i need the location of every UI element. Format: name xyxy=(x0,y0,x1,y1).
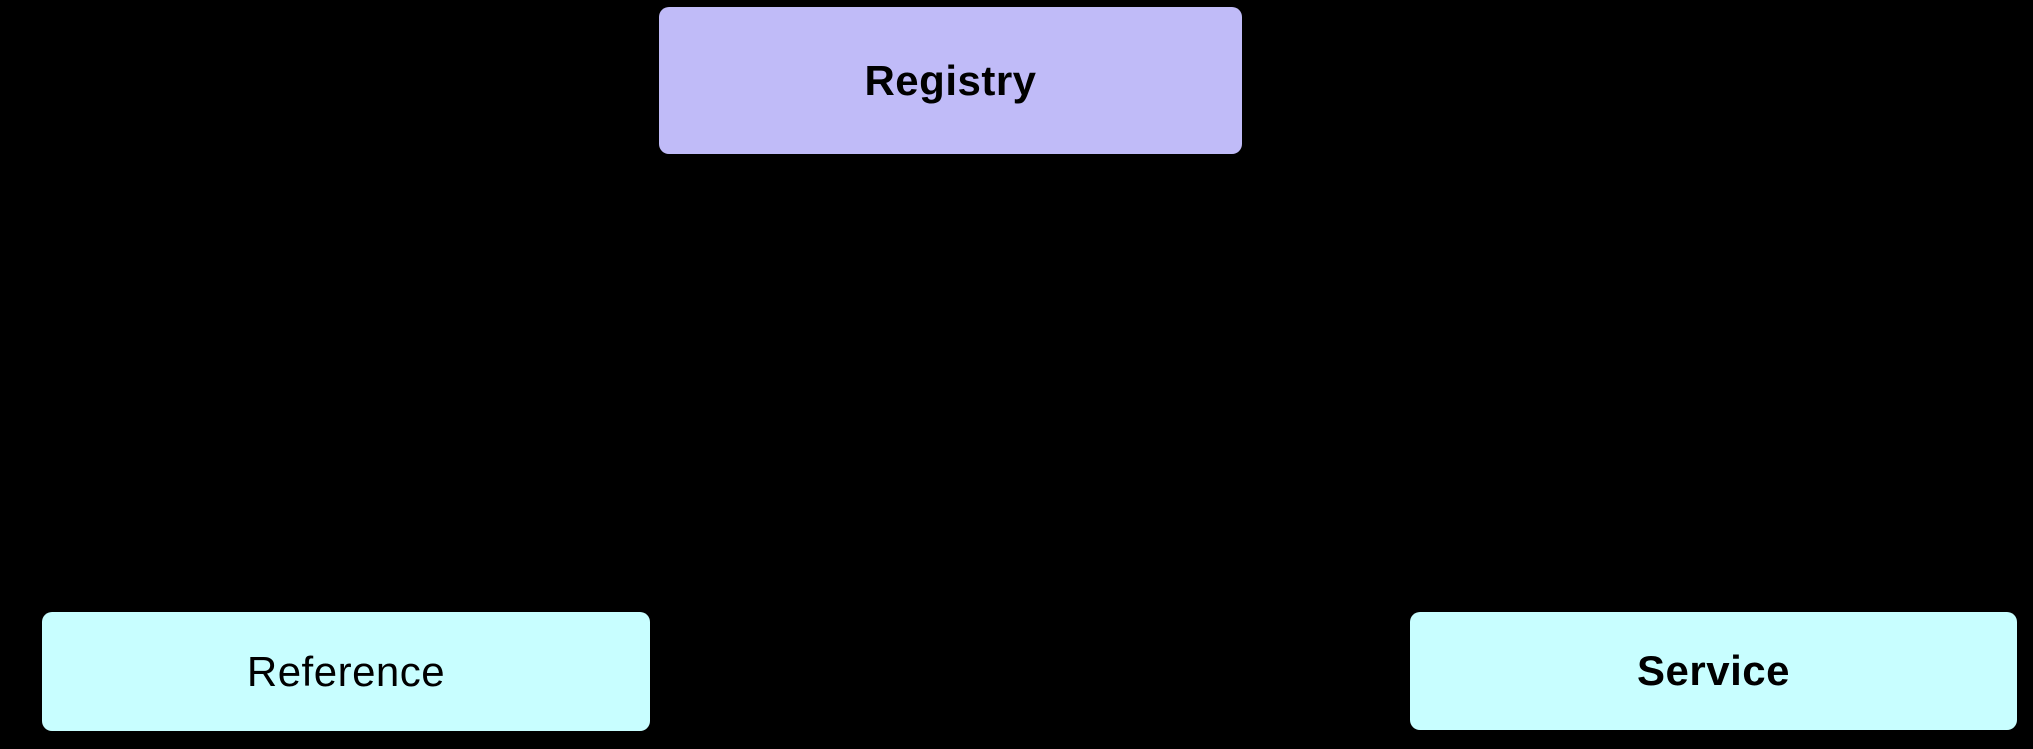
node-registry: Registry xyxy=(659,7,1242,154)
node-reference-label: Reference xyxy=(246,647,446,695)
node-registry-label: Registry xyxy=(864,56,1037,104)
node-service: Service xyxy=(1410,612,2017,730)
node-reference: Reference xyxy=(42,612,650,731)
node-service-label: Service xyxy=(1637,647,1790,694)
